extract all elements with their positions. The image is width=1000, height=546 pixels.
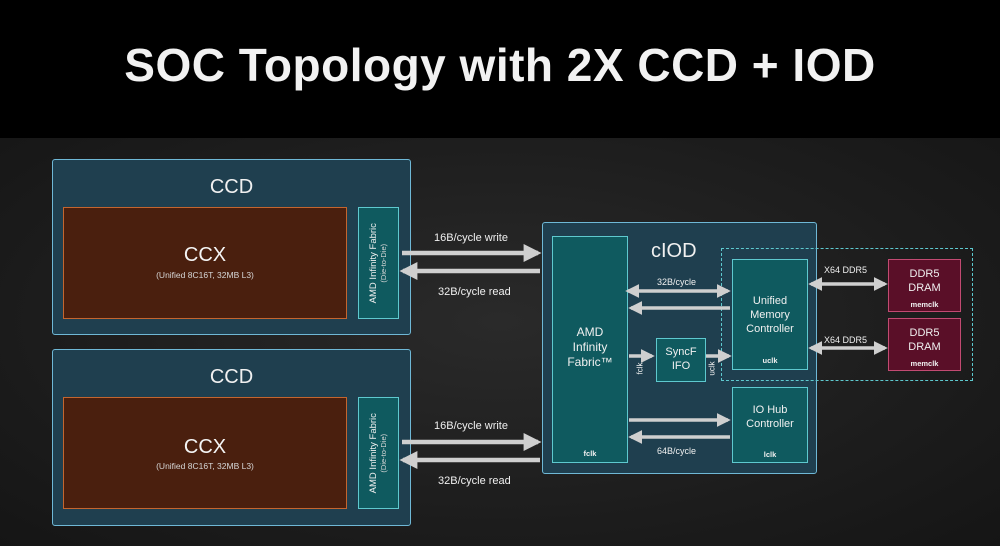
ccd-bottom-fabric: AMD Infinity Fabric (Die-to-Die): [358, 397, 399, 509]
ciod-fabric-clock: fclk: [583, 449, 597, 458]
ccd-bottom-read-label: 32B/cycle read: [438, 475, 511, 487]
syncfifo-label-2: IFO: [671, 359, 691, 372]
ccx-bottom-block: CCX (Unified 8C16T, 32MB L3): [63, 397, 347, 509]
ddr5-link-top-label: X64 DDR5: [824, 265, 868, 275]
dram-top-clock: memclk: [910, 300, 939, 309]
ccd-top-read-label: 32B/cycle read: [438, 286, 511, 298]
ciod-fabric-label-3: Fabric™: [567, 355, 613, 369]
iohub-clock: lclk: [763, 450, 777, 459]
ccd-bottom-label: CCD: [209, 366, 254, 388]
dram-bottom-label-2: DRAM: [908, 340, 941, 353]
iohub-bandwidth-label: 64B/cycle: [657, 446, 697, 456]
ccd-top-fabric: AMD Infinity Fabric (Die-to-Die): [358, 207, 399, 319]
ccx-top-subtitle: (Unified 8C16T, 32MB L3): [156, 270, 254, 280]
dram-top-label-1: DDR5: [909, 268, 940, 280]
umc-label-3: Controller: [746, 322, 794, 335]
iohub-label-1: IO Hub: [752, 404, 788, 416]
unified-memory-controller: Unified Memory Controller uclk: [732, 259, 808, 370]
ciod-infinity-fabric: AMD Infinity Fabric™ fclk: [552, 236, 628, 463]
ddr5-link-bottom-label: X64 DDR5: [824, 335, 868, 345]
dram-bottom-label-1: DDR5: [909, 327, 940, 339]
iohub-label-2: Controller: [746, 417, 794, 430]
umc-clock: uclk: [762, 356, 778, 365]
ccx-bottom-title: CCX: [183, 436, 227, 458]
ccx-top-title: CCX: [183, 244, 227, 266]
ccx-bottom-subtitle: (Unified 8C16T, 32MB L3): [156, 461, 254, 471]
ccd-top-label: CCD: [209, 176, 254, 198]
page-title: SOC Topology with 2X CCD + IOD: [124, 39, 876, 91]
ccd-top-write-label: 16B/cycle write: [434, 232, 508, 244]
umc-bandwidth-label: 32B/cycle: [657, 277, 697, 287]
dram-top-label-2: DRAM: [908, 281, 941, 294]
io-hub-controller: IO Hub Controller lclk: [732, 387, 808, 463]
ccd-bottom-write-label: 16B/cycle write: [434, 420, 508, 432]
ciod-fabric-label-2: Infinity: [572, 340, 608, 354]
ciod-fabric-label-1: AMD: [576, 325, 604, 339]
dram-bottom: DDR5 DRAM memclk: [888, 318, 961, 371]
umc-label-1: Unified: [752, 295, 788, 307]
dram-top: DDR5 DRAM memclk: [888, 259, 961, 312]
title-band: [0, 0, 1000, 138]
dram-bottom-clock: memclk: [910, 359, 939, 368]
ccx-top-block: CCX (Unified 8C16T, 32MB L3): [63, 207, 347, 319]
umc-label-2: Memory: [750, 308, 790, 321]
memory-subsystem-outline: [721, 248, 973, 381]
syncfifo-label-1: SyncF: [665, 346, 697, 358]
syncfifo-block: SyncF IFO: [656, 338, 706, 382]
ciod-label: cIOD: [651, 240, 697, 262]
